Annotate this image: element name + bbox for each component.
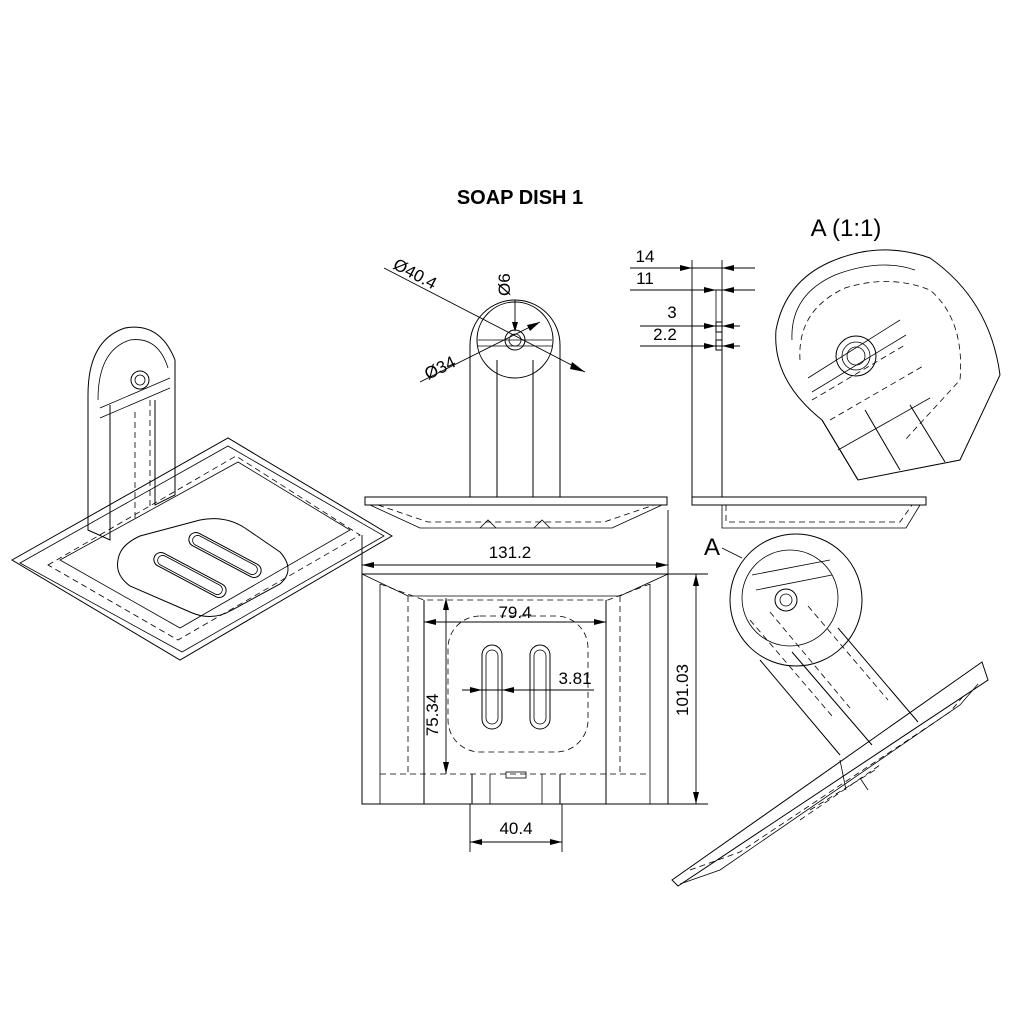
dim-hole-diameter: Ø6: [495, 273, 514, 296]
dim-inner-height: 75.34: [423, 694, 442, 737]
detail-label: A (1:1): [811, 215, 882, 242]
dim-slot-width: 3.81: [558, 669, 591, 688]
isometric-view: [11, 326, 393, 661]
dim-2-2: 2.2: [653, 325, 677, 344]
top-view-dimensions: 131.2 79.4 75.34 3.81 101.03 40.4: [361, 510, 708, 852]
front-view: Ø40.4 Ø6 Ø34: [364, 255, 668, 529]
dim-width: 131.2: [489, 543, 532, 562]
dim-inner-width: 79.4: [498, 603, 531, 622]
section-marker: A: [704, 534, 720, 561]
drawing-title: SOAP DISH 1: [457, 187, 583, 209]
dim-mount-width: 40.4: [499, 819, 532, 838]
dim-14: 14: [636, 247, 655, 266]
rotated-view: [671, 533, 989, 887]
top-view: [361, 573, 669, 805]
dim-11: 11: [636, 269, 654, 288]
detail-view-a: A (1:1): [775, 215, 1001, 481]
side-view: 14 11 3 2.2: [630, 247, 927, 529]
dim-depth: 101.03: [673, 664, 692, 716]
dim-3: 3: [667, 303, 676, 322]
dim-inner-diameter: Ø34: [421, 352, 458, 383]
dim-outer-diameter: Ø40.4: [390, 255, 440, 294]
